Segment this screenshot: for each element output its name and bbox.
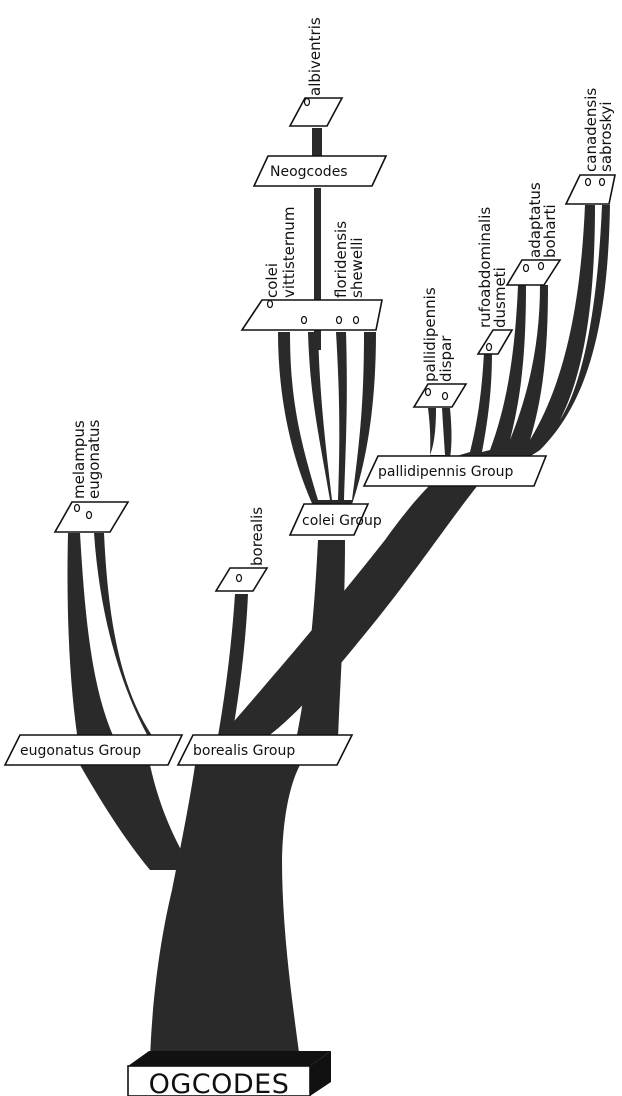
root-label: OGCODES xyxy=(149,1069,290,1096)
rufoabdominalis-plate xyxy=(478,330,512,354)
vittisternum-label: vittisternum xyxy=(280,207,298,298)
canadensis-dot xyxy=(586,179,591,186)
pallidipennis-group-label: pallidipennis Group xyxy=(378,464,514,480)
colei-dot xyxy=(268,301,273,308)
eugonatus-group-branch xyxy=(80,765,192,870)
dispar-dot xyxy=(443,393,448,400)
boharti-label: boharti xyxy=(541,204,559,258)
adaptatus-plate xyxy=(507,260,560,285)
colei-group-label: colei Group xyxy=(302,513,382,529)
pallidipennis-fan xyxy=(428,205,610,480)
sabroskyi-dot xyxy=(600,179,605,186)
borealis-dot xyxy=(237,575,242,582)
adaptatus-dot xyxy=(524,265,529,272)
shewelli-dot xyxy=(354,317,359,324)
albiventris-label: albiventris xyxy=(306,17,324,96)
sabroskyi-label: sabroskyi xyxy=(597,101,615,172)
pallidipennis-dot xyxy=(426,389,431,396)
colei-group-trunk xyxy=(296,540,345,740)
albiventris-dot xyxy=(305,99,310,106)
dusmeti-label: dusmeti xyxy=(491,267,509,328)
dusmeti-dot xyxy=(487,344,492,351)
eugonatus-stems xyxy=(68,533,155,765)
albiventris-plate xyxy=(290,98,342,126)
colei-label: colei xyxy=(263,263,281,298)
borealis-group-label: borealis Group xyxy=(193,743,295,759)
boharti-dot xyxy=(539,263,544,270)
main-trunk xyxy=(150,765,300,1060)
neogcodes-label: Neogcodes xyxy=(270,164,348,180)
shewelli-label: shewelli xyxy=(348,237,366,298)
melampus-dot xyxy=(75,505,80,512)
colei-fan xyxy=(278,332,376,510)
floridensis-dot xyxy=(337,317,342,324)
eugonatus-dot xyxy=(87,512,92,519)
borealis-label: borealis xyxy=(248,507,266,566)
eugonatus-group-label: eugonatus Group xyxy=(20,743,141,759)
pallidipennis-plate xyxy=(414,384,466,407)
root-box: OGCODES xyxy=(128,1051,331,1096)
eugonatus-label: eugonatus xyxy=(85,419,103,499)
colei-plate xyxy=(242,300,382,330)
dispar-label: dispar xyxy=(437,335,455,382)
vittisternum-dot xyxy=(302,317,307,324)
